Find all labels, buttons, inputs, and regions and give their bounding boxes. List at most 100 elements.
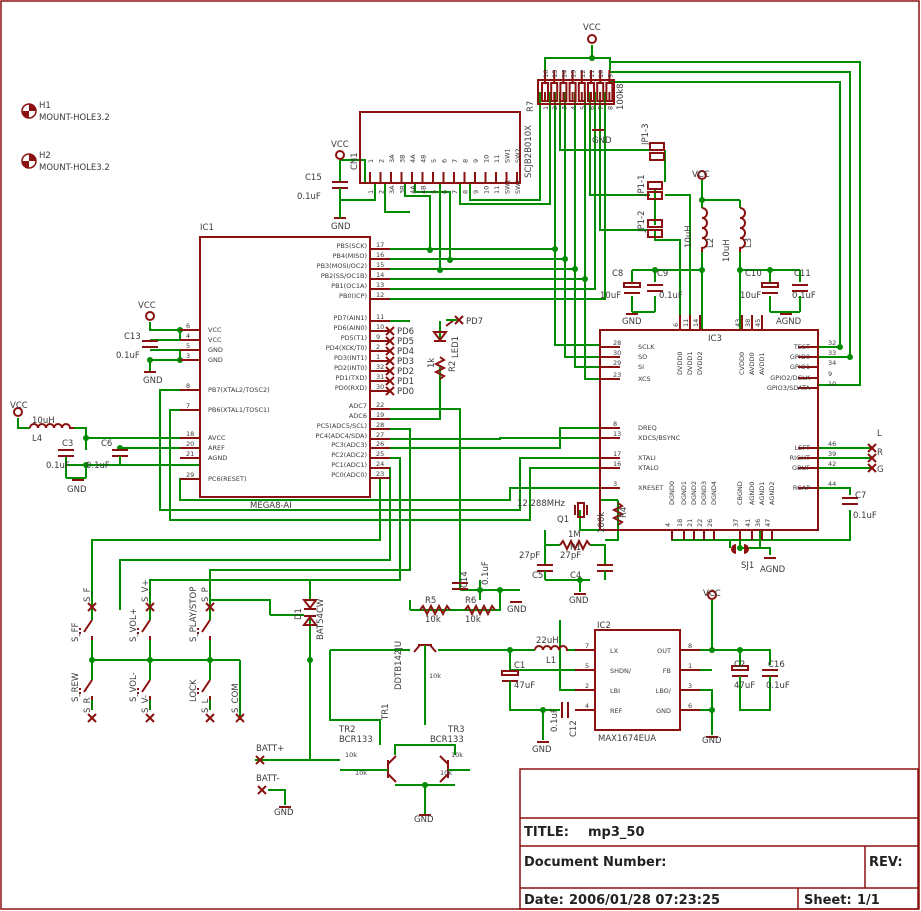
ic1-pin-number: 13 xyxy=(376,281,384,289)
ic2-pin-name: OUT xyxy=(657,647,671,655)
ic1-pin-name: PC6(RESET) xyxy=(208,475,247,483)
svg-text:12.288MHz: 12.288MHz xyxy=(517,499,565,509)
svg-text:TR1: TR1 xyxy=(381,703,391,721)
svg-text:10k: 10k xyxy=(465,615,481,625)
svg-text:BATT-: BATT- xyxy=(256,774,280,784)
ic1-pin-name: ADC6 xyxy=(349,412,367,420)
led1: LED1 PD7 xyxy=(432,315,483,358)
ic3-pin-number: 47 xyxy=(764,519,772,527)
svg-text:C14: C14 xyxy=(460,571,470,588)
title-value: mp3_50 xyxy=(588,825,645,840)
switch-net-label: S_V- xyxy=(141,695,151,713)
cn1-pin-number: SW2 xyxy=(514,179,522,194)
ic3-pin-name: XCS xyxy=(638,375,651,383)
svg-text:27pF: 27pF xyxy=(519,551,540,561)
ic3-pin-number: 11 xyxy=(682,319,690,327)
pd-port-label: PD6 xyxy=(397,327,414,337)
svg-text:VCC: VCC xyxy=(703,589,721,599)
ic3-pin-number: 4 xyxy=(664,523,672,527)
ic1-pin-number: 1 xyxy=(376,353,380,361)
svg-text:10k: 10k xyxy=(425,615,441,625)
ic1-pin-name: PC2(ADC2) xyxy=(331,451,367,459)
ic1-ref: IC1 xyxy=(200,223,214,233)
switch-net-label: S_F xyxy=(83,587,93,602)
svg-text:GND: GND xyxy=(67,485,87,495)
switch-label: S_REW xyxy=(71,672,81,702)
ic1-pin-number: 9 xyxy=(376,333,380,341)
svg-text:C1: C1 xyxy=(514,661,525,671)
svg-text:10uH: 10uH xyxy=(684,225,694,248)
ic1-pin-name: AREF xyxy=(208,444,225,452)
cn1-pin-number: 3B xyxy=(399,185,407,194)
ic1-pin-number: 25 xyxy=(376,450,384,458)
switch-contact xyxy=(201,679,211,693)
r7-pin-number: 16 xyxy=(542,70,550,78)
switch-contact xyxy=(141,679,151,693)
ic3-pin-name: GPIO1 xyxy=(790,363,810,371)
vcc-ic1: VCC xyxy=(138,301,156,321)
pd-port-label: PD0 xyxy=(397,387,414,397)
svg-text:C9: C9 xyxy=(657,269,668,279)
svg-text:R1: R1 xyxy=(570,543,581,553)
ic1-pin-name: PD6(AIN0) xyxy=(334,324,368,332)
ic1-mega8: IC1 MEGA8-AI PB5(SCK)17PB4(MISO)16PB3(MO… xyxy=(180,223,390,511)
ic3-pin-name: SO xyxy=(638,353,647,361)
ic3-pin-number: 32 xyxy=(828,339,836,347)
ic1-pin-name: PC1(ADC1) xyxy=(331,461,367,469)
r7-pin-number: 4 xyxy=(570,106,578,110)
cn1-pin-number: 2 xyxy=(378,190,386,194)
date-value: 2006/01/28 07:23:25 xyxy=(569,893,720,908)
mount-hole-h2: H2 MOUNT-HOLE3.2 xyxy=(21,151,110,173)
svg-text:C15: C15 xyxy=(305,173,322,183)
svg-text:VCC: VCC xyxy=(10,401,28,411)
ic2-pin-number: 3 xyxy=(688,682,692,690)
ic1-pin-number: 30 xyxy=(376,383,384,391)
rev-label: REV: xyxy=(869,855,903,870)
svg-text:L: L xyxy=(877,429,882,439)
ic3-pin-number: 28 xyxy=(613,339,621,347)
ic2-pin-name: SHDN/ xyxy=(610,667,632,675)
capacitor-c13: C13 0.1uF xyxy=(116,332,158,361)
ic3-pin-number: 16 xyxy=(613,460,621,468)
ic1-pin-number: 8 xyxy=(186,382,190,390)
switch-contact xyxy=(141,619,151,633)
ic1-pin-number: 7 xyxy=(186,402,190,410)
svg-text:JP1-1: JP1-1 xyxy=(637,174,647,197)
ic1-pin-number: 20 xyxy=(186,440,194,448)
ic1-pin-number: 6 xyxy=(186,322,190,330)
ic1-pin-name: AVCC xyxy=(208,434,226,442)
ic3-pin-name: RIGHT xyxy=(790,454,810,462)
document-number-label: Document Number: xyxy=(524,855,666,870)
inductor-l2: 10uH L2 xyxy=(684,207,716,252)
capacitor-c6: C6 0.1uF xyxy=(86,439,128,471)
svg-text:R4: R4 xyxy=(619,507,629,518)
svg-text:GND: GND xyxy=(507,605,527,615)
svg-text:0.1uF: 0.1uF xyxy=(659,291,683,301)
cn1-pin-number: 4B xyxy=(420,154,428,163)
r7-pin-number: 7 xyxy=(597,106,605,110)
r7-pin-number: 2 xyxy=(551,106,559,110)
svg-text:GND: GND xyxy=(143,376,163,386)
ic3-pin-name: RCAP xyxy=(793,484,810,492)
ic3-pin-number: 38 xyxy=(744,319,752,327)
ic1-pin-number: 10 xyxy=(376,323,384,331)
svg-text:10k: 10k xyxy=(345,751,357,759)
ic2-pin-name: REF xyxy=(610,707,623,715)
capacitor-c1: C1 47uF xyxy=(501,661,535,691)
svg-text:AGND: AGND xyxy=(776,317,802,327)
ic3-pin-number: 3 xyxy=(613,480,617,488)
svg-text:C13: C13 xyxy=(124,332,141,342)
capacitor-c11: C11 0.1uF xyxy=(792,269,816,301)
ic1-pin-number: 3 xyxy=(186,352,190,360)
vcc-l4: VCC xyxy=(10,401,28,417)
vcc-symbols: VCC VCC VCC VCC VCC VCC xyxy=(10,23,721,600)
ic3-pin-name: XTALI xyxy=(638,454,656,462)
svg-text:GND: GND xyxy=(702,736,722,746)
ic3-pin-number: 36 xyxy=(754,519,762,527)
date-label: Date: xyxy=(524,893,564,908)
ic3-pin-name: AGND2 xyxy=(768,482,776,505)
agnd-c11: AGND xyxy=(776,313,802,327)
cn1-pin-labels: 11223A3A3B3B4A4A4B4B556677889910101111SW… xyxy=(367,148,522,194)
